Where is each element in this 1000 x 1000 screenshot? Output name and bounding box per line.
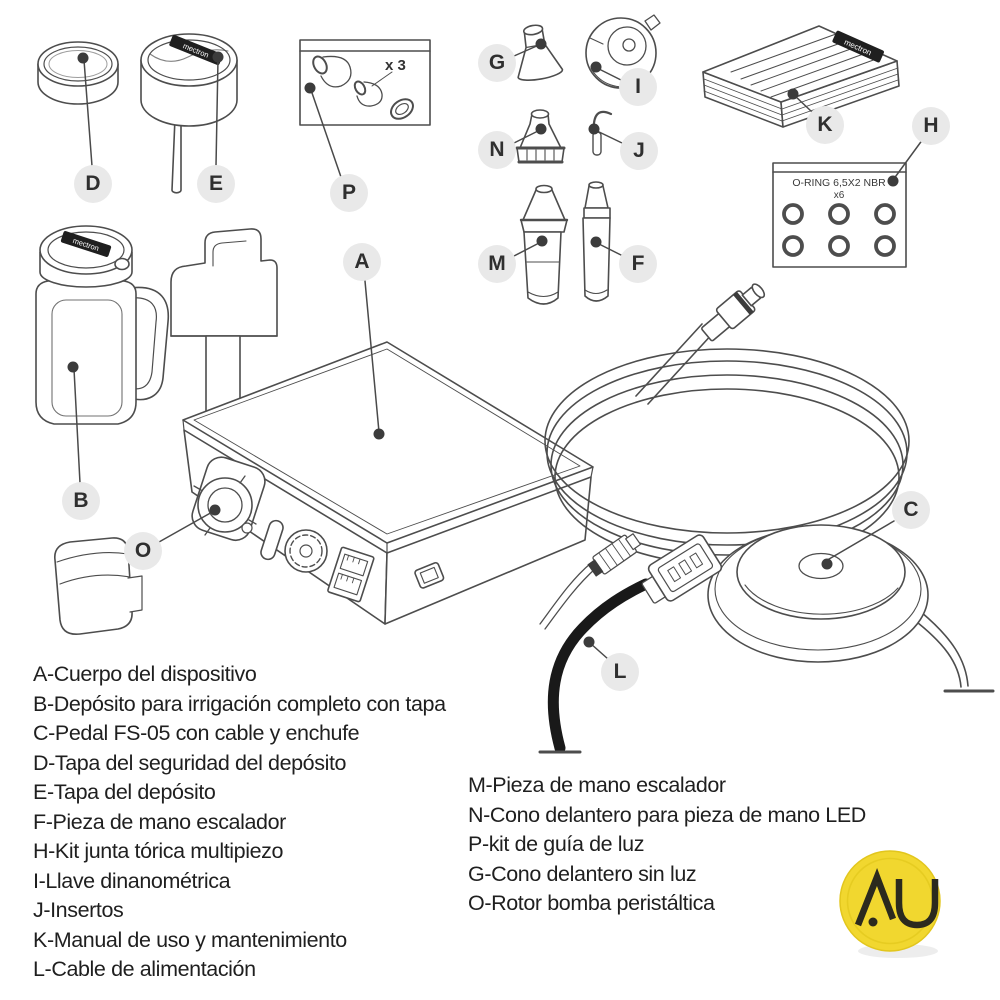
callout-m: M	[478, 245, 516, 283]
legend-item: D-Tapa del seguridad del depósito	[33, 750, 347, 775]
legend-left: A-Cuerpo del dispositivo B-Depósito para…	[33, 660, 446, 985]
cone-n-drawing	[515, 109, 566, 164]
callout-j: J	[620, 132, 658, 170]
legend-item: N-Cono delantero para pieza de mano LED	[468, 802, 866, 827]
cone-g-drawing	[517, 24, 564, 81]
legend-item: L-Cable de alimentación	[33, 957, 256, 981]
cap-e-drawing: mectron	[140, 33, 238, 194]
callout-b: B	[62, 482, 100, 520]
callout-h: H	[912, 107, 950, 145]
bottle-drawing: mectron	[35, 225, 170, 425]
legend-item: J-Insertos	[33, 898, 124, 922]
callout-p: P	[330, 174, 368, 212]
callout-l: L	[601, 653, 639, 691]
main-unit-drawing	[182, 341, 594, 625]
handpiece-cord-drawing	[544, 283, 910, 566]
legend-item: B-Depósito para irrigación completo con …	[33, 691, 446, 716]
legend-item: I-Llave dinanométrica	[33, 868, 231, 893]
callout-d: D	[74, 165, 112, 203]
legend-item: G-Cono delantero sin luz	[468, 861, 697, 886]
callout-k: K	[806, 106, 844, 144]
legend-item: M-Pieza de mano escalador	[468, 773, 726, 797]
leader-lines	[67, 38, 924, 660]
manual-k-drawing: mectron	[702, 25, 900, 128]
pedal-drawing	[707, 524, 995, 693]
legend-item: A-Cuerpo del dispositivo	[33, 662, 257, 686]
callout-c: C	[892, 491, 930, 529]
callout-o: O	[124, 532, 162, 570]
callout-g: G	[478, 44, 516, 82]
handpiece-m-drawing	[519, 184, 569, 305]
callout-i: I	[619, 68, 657, 106]
au-logo	[832, 843, 952, 963]
callout-a: A	[343, 243, 381, 281]
legend-item: H-Kit junta tórica multipiezo	[33, 839, 284, 863]
holder-pouch-drawing	[53, 537, 143, 636]
oring-title-text: O-RING 6,5X2 NBR	[792, 177, 886, 189]
au-logo-icon	[839, 850, 941, 958]
callout-n: N	[478, 131, 516, 169]
callout-f: F	[619, 245, 657, 283]
legend-item: E-Tapa del depósito	[33, 780, 216, 804]
callout-e: E	[197, 165, 235, 203]
legend-item: P-kit de guía de luz	[468, 832, 645, 856]
oring-qty-text: x6	[834, 190, 845, 201]
light-guide-kit-drawing: x 3	[299, 39, 431, 126]
legend-item: O-Rotor bomba peristáltica	[468, 891, 715, 915]
legend-right: M-Pieza de mano escalador N-Cono delante…	[468, 771, 866, 919]
pbox-qty-text: x 3	[385, 57, 406, 74]
legend-item: K-Manual de uso y mantenimiento	[33, 927, 347, 952]
cap-d-drawing	[37, 41, 119, 105]
oring-panel-drawing: O-RING 6,5X2 NBR x6	[772, 162, 907, 268]
legend-item: F-Pieza de mano escalador	[33, 809, 286, 834]
power-cable-drawing	[538, 533, 723, 754]
legend-item: C-Pedal FS-05 con cable y enchufe	[33, 721, 360, 745]
handpiece-f-drawing	[582, 181, 611, 302]
